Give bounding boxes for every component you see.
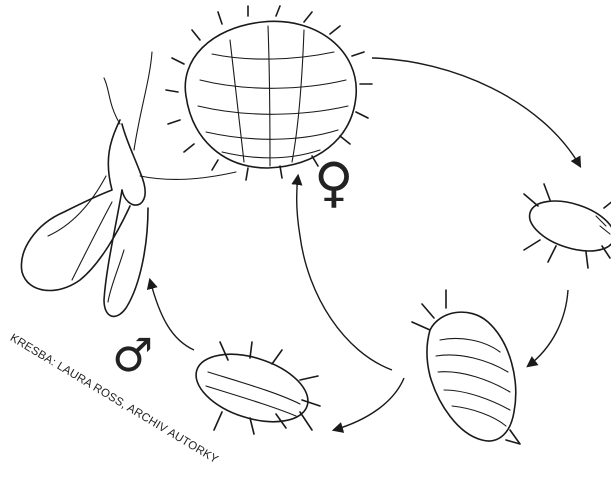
first-instar-nymph xyxy=(523,184,611,268)
male-symbol: ♂ xyxy=(112,332,153,378)
female-symbol: ♀ xyxy=(314,156,354,210)
adult-winged-male xyxy=(21,52,236,316)
pupa xyxy=(188,342,320,435)
second-instar-nymph xyxy=(412,290,520,444)
